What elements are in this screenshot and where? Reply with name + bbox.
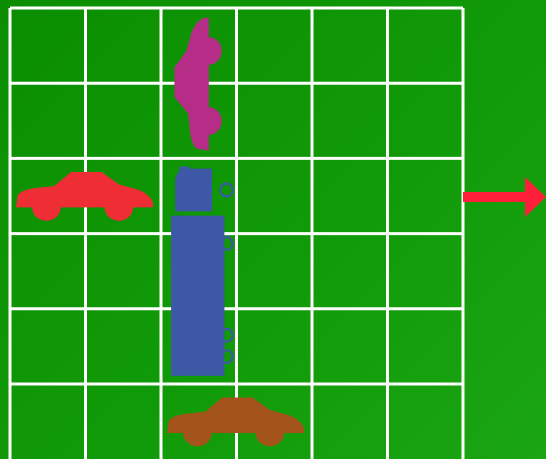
exit-marker [463,177,546,217]
right-arrow-icon [463,177,546,217]
blue-truck[interactable] [171,167,233,376]
board-grid [10,8,463,459]
